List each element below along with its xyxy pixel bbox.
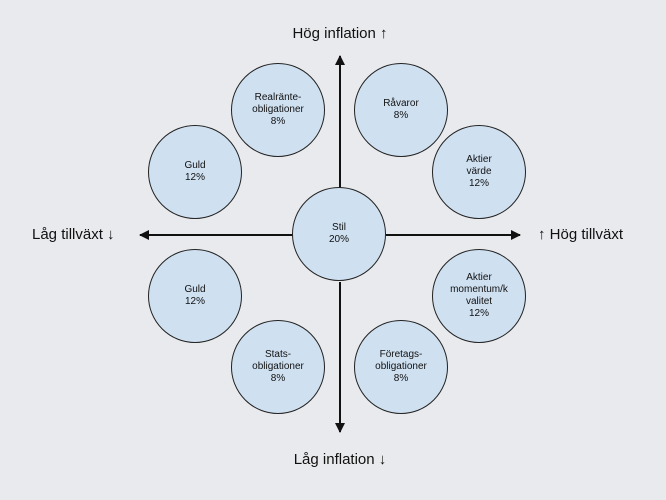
node-label: valitet — [465, 296, 493, 307]
node-label: Aktier — [466, 154, 492, 165]
node-foretags-obligationer: Företags- obligationer 8% — [354, 320, 448, 414]
node-weight: 8% — [393, 110, 409, 121]
node-label: Stil — [332, 222, 346, 233]
node-label: obligationer — [375, 361, 427, 372]
node-guld-upper: Guld 12% — [148, 125, 242, 219]
node-weight: 8% — [270, 373, 286, 384]
node-weight: 12% — [184, 296, 205, 307]
node-aktier-varde: Aktier värde 12% — [432, 125, 526, 219]
node-label: Råvaror — [383, 98, 419, 109]
node-stats-obligationer: Stats- obligationer 8% — [231, 320, 325, 414]
node-ravaror: Råvaror 8% — [354, 63, 448, 157]
axis-label-high-inflation: Hög inflation ↑ — [292, 25, 388, 42]
node-label: momentum/k — [450, 284, 508, 295]
node-guld-lower: Guld 12% — [148, 249, 242, 343]
node-label: Guld — [184, 160, 206, 171]
node-weight: 20% — [328, 234, 349, 245]
axis-label-high-growth: ↑ Hög tillväxt — [538, 226, 624, 243]
node-label: obligationer — [252, 104, 304, 115]
node-aktier-momentum-kvalitet: Aktier momentum/k valitet 12% — [432, 249, 526, 343]
axis-label-low-growth: Låg tillväxt ↓ — [32, 226, 115, 243]
node-label: Företags- — [379, 349, 423, 360]
node-realrante-obligationer: Realränte- obligationer 8% — [231, 63, 325, 157]
node-label: Stats- — [264, 349, 292, 360]
node-label: Realränte- — [254, 92, 302, 103]
axis-label-low-inflation: Låg inflation ↓ — [293, 451, 387, 468]
node-weight: 8% — [270, 116, 286, 127]
node-weight: 8% — [393, 373, 409, 384]
node-weight: 12% — [184, 172, 205, 183]
node-label: Aktier — [466, 272, 492, 283]
node-label: värde — [466, 166, 492, 177]
node-label: Guld — [184, 284, 206, 295]
node-stil: Stil 20% — [292, 187, 386, 281]
node-weight: 12% — [468, 178, 489, 189]
node-weight: 12% — [468, 308, 489, 319]
node-label: obligationer — [252, 361, 304, 372]
